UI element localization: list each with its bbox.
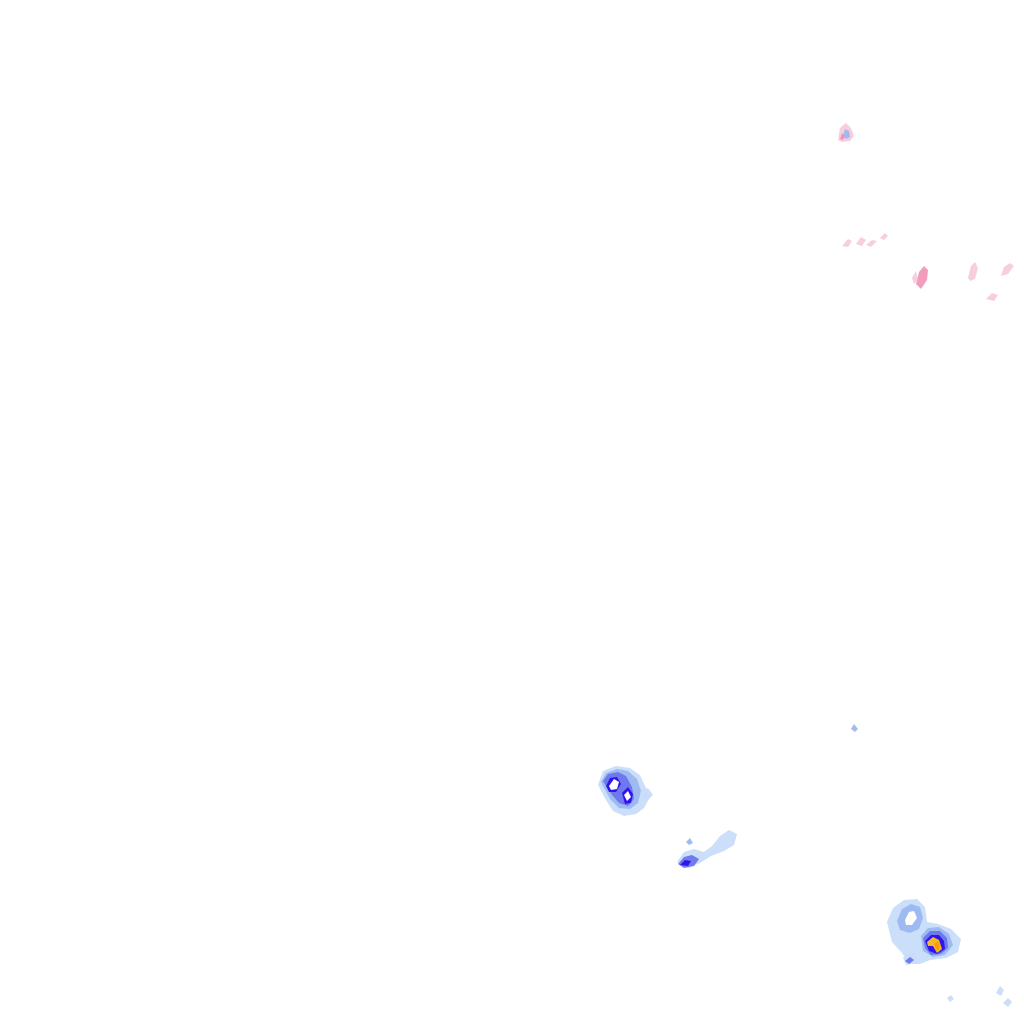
echo-blob — [934, 941, 940, 951]
echo-blob — [880, 233, 888, 240]
echo-blob — [842, 239, 852, 247]
echo-blob — [912, 271, 918, 284]
echo-blob — [986, 293, 998, 301]
echo-blob — [1001, 263, 1014, 276]
echo-blob — [1003, 998, 1012, 1007]
echo-blob — [996, 986, 1004, 996]
echo-blob — [856, 237, 866, 246]
echo-cell-south-east — [887, 899, 1012, 1007]
echo-blob — [905, 911, 917, 925]
echo-blob — [624, 791, 631, 801]
echo-blob — [887, 899, 961, 964]
echo-blob — [866, 240, 877, 247]
echo-blob — [640, 788, 653, 801]
echo-band-north-east-1 — [842, 233, 888, 247]
echo-blob — [905, 957, 914, 964]
echo-cell-south — [677, 830, 737, 868]
echo-cell-north-east — [838, 123, 854, 142]
echo-speck — [851, 724, 858, 732]
echo-blob — [840, 133, 845, 140]
echo-blob — [686, 838, 693, 845]
echo-band-north-east-2 — [912, 262, 1014, 301]
echo-blob — [947, 995, 954, 1002]
echo-cell-south-central — [598, 766, 653, 816]
echo-blob — [916, 266, 928, 289]
echo-blob — [609, 779, 619, 790]
echo-blob — [680, 860, 691, 866]
echo-blob — [968, 262, 978, 281]
